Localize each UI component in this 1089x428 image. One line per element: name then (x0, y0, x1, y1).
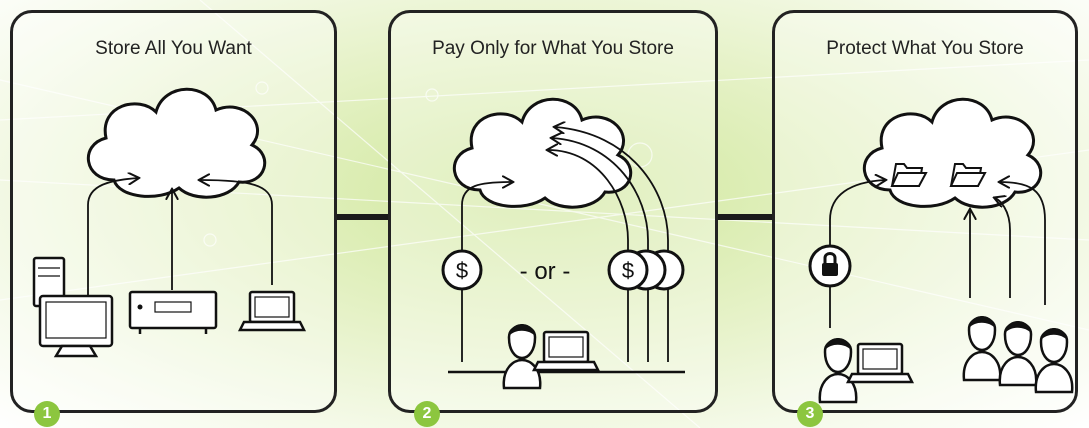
panel-protect: Protect What You Store (772, 10, 1078, 413)
laptop-icon (238, 290, 306, 332)
panel-title-protect: Protect What You Store (826, 38, 1024, 59)
step-badge-3: 3 (797, 401, 823, 427)
panel-title-pay: Pay Only for What You Store (432, 38, 674, 59)
or-label: - or - (520, 258, 571, 285)
user-laptop-icon (502, 322, 600, 390)
user-group-icon (962, 314, 1074, 394)
connector-line-1 (337, 214, 388, 220)
step-badge-1: 1 (34, 401, 60, 427)
padlock-icon (808, 244, 852, 288)
dollar-symbol-2: $ (622, 258, 634, 283)
desktop-computer-icon (32, 256, 114, 358)
cloud-icon (862, 97, 1043, 209)
dollar-symbol-1: $ (456, 258, 468, 283)
cloud-icon (452, 97, 633, 209)
step-badge-2: 2 (414, 401, 440, 427)
folder-icon (950, 163, 986, 187)
server-rack-icon (128, 290, 218, 334)
user-laptop-icon (818, 336, 914, 404)
panel-title-store: Store All You Want (95, 38, 252, 59)
connector-line-2 (718, 214, 772, 220)
dollar-coin-stack-icon: $ (607, 249, 685, 291)
dollar-coin-icon: $ (441, 249, 483, 291)
folder-icon (891, 163, 927, 187)
